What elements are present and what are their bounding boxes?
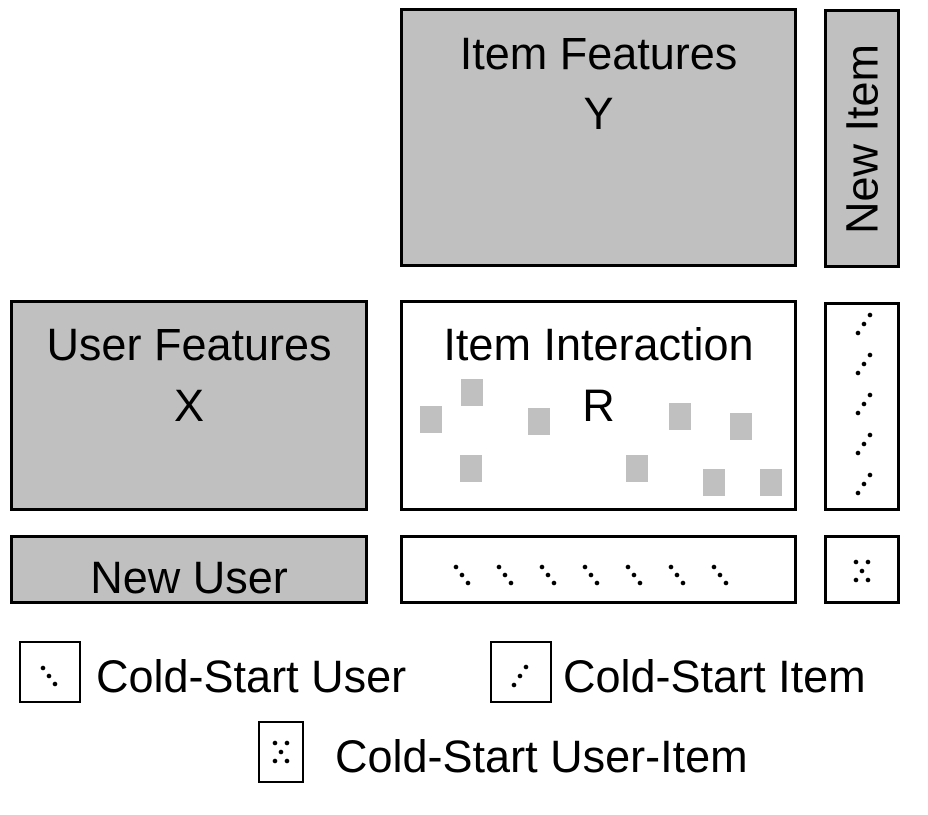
interaction-cell xyxy=(420,406,442,433)
legend-item-dots xyxy=(511,664,529,688)
interaction-cell xyxy=(669,403,691,430)
item-features-symbol: Y xyxy=(583,88,614,139)
item-features-title: Item Features xyxy=(459,28,738,79)
new-item-label: New Item xyxy=(836,43,888,234)
interaction-cell xyxy=(626,455,648,482)
new-item-block: New Item xyxy=(824,9,900,268)
cold-start-user-dots xyxy=(453,564,729,586)
legend-swatch-cold-start-user-item xyxy=(258,721,304,783)
legend-user-dots xyxy=(40,665,58,687)
cold-start-user-item-dots xyxy=(853,559,871,583)
interaction-cell xyxy=(528,408,550,435)
interaction-cell xyxy=(703,469,725,496)
user-features-title: User Features xyxy=(46,319,332,370)
user-features-block: User Features X xyxy=(10,300,368,511)
legend-swatch-cold-start-user xyxy=(19,641,81,703)
interaction-cell xyxy=(460,455,482,482)
new-user-label: New User xyxy=(90,552,288,603)
legend-label-cold-start-item: Cold-Start Item xyxy=(563,651,866,702)
legend-user-item-dots xyxy=(272,740,290,764)
cold-start-user-row xyxy=(400,535,797,604)
item-features-block: Item Features Y xyxy=(400,8,797,267)
legend-label-cold-start-user: Cold-Start User xyxy=(96,651,407,702)
cold-start-user-item-cell xyxy=(824,535,900,604)
interaction-cell xyxy=(730,413,752,440)
cold-start-item-dots xyxy=(855,312,873,496)
legend-swatch-cold-start-item xyxy=(490,641,552,703)
interaction-matrix-block: Item Interaction R xyxy=(400,300,797,511)
interaction-title: Item Interaction xyxy=(443,319,754,370)
legend-label-cold-start-user-item: Cold-Start User-Item xyxy=(335,731,748,782)
user-features-symbol: X xyxy=(173,380,204,431)
new-user-block: New User xyxy=(10,535,368,604)
interaction-cell xyxy=(760,469,782,496)
cold-start-item-column xyxy=(824,302,900,511)
interaction-symbol: R xyxy=(582,380,615,431)
interaction-cell xyxy=(461,379,483,406)
